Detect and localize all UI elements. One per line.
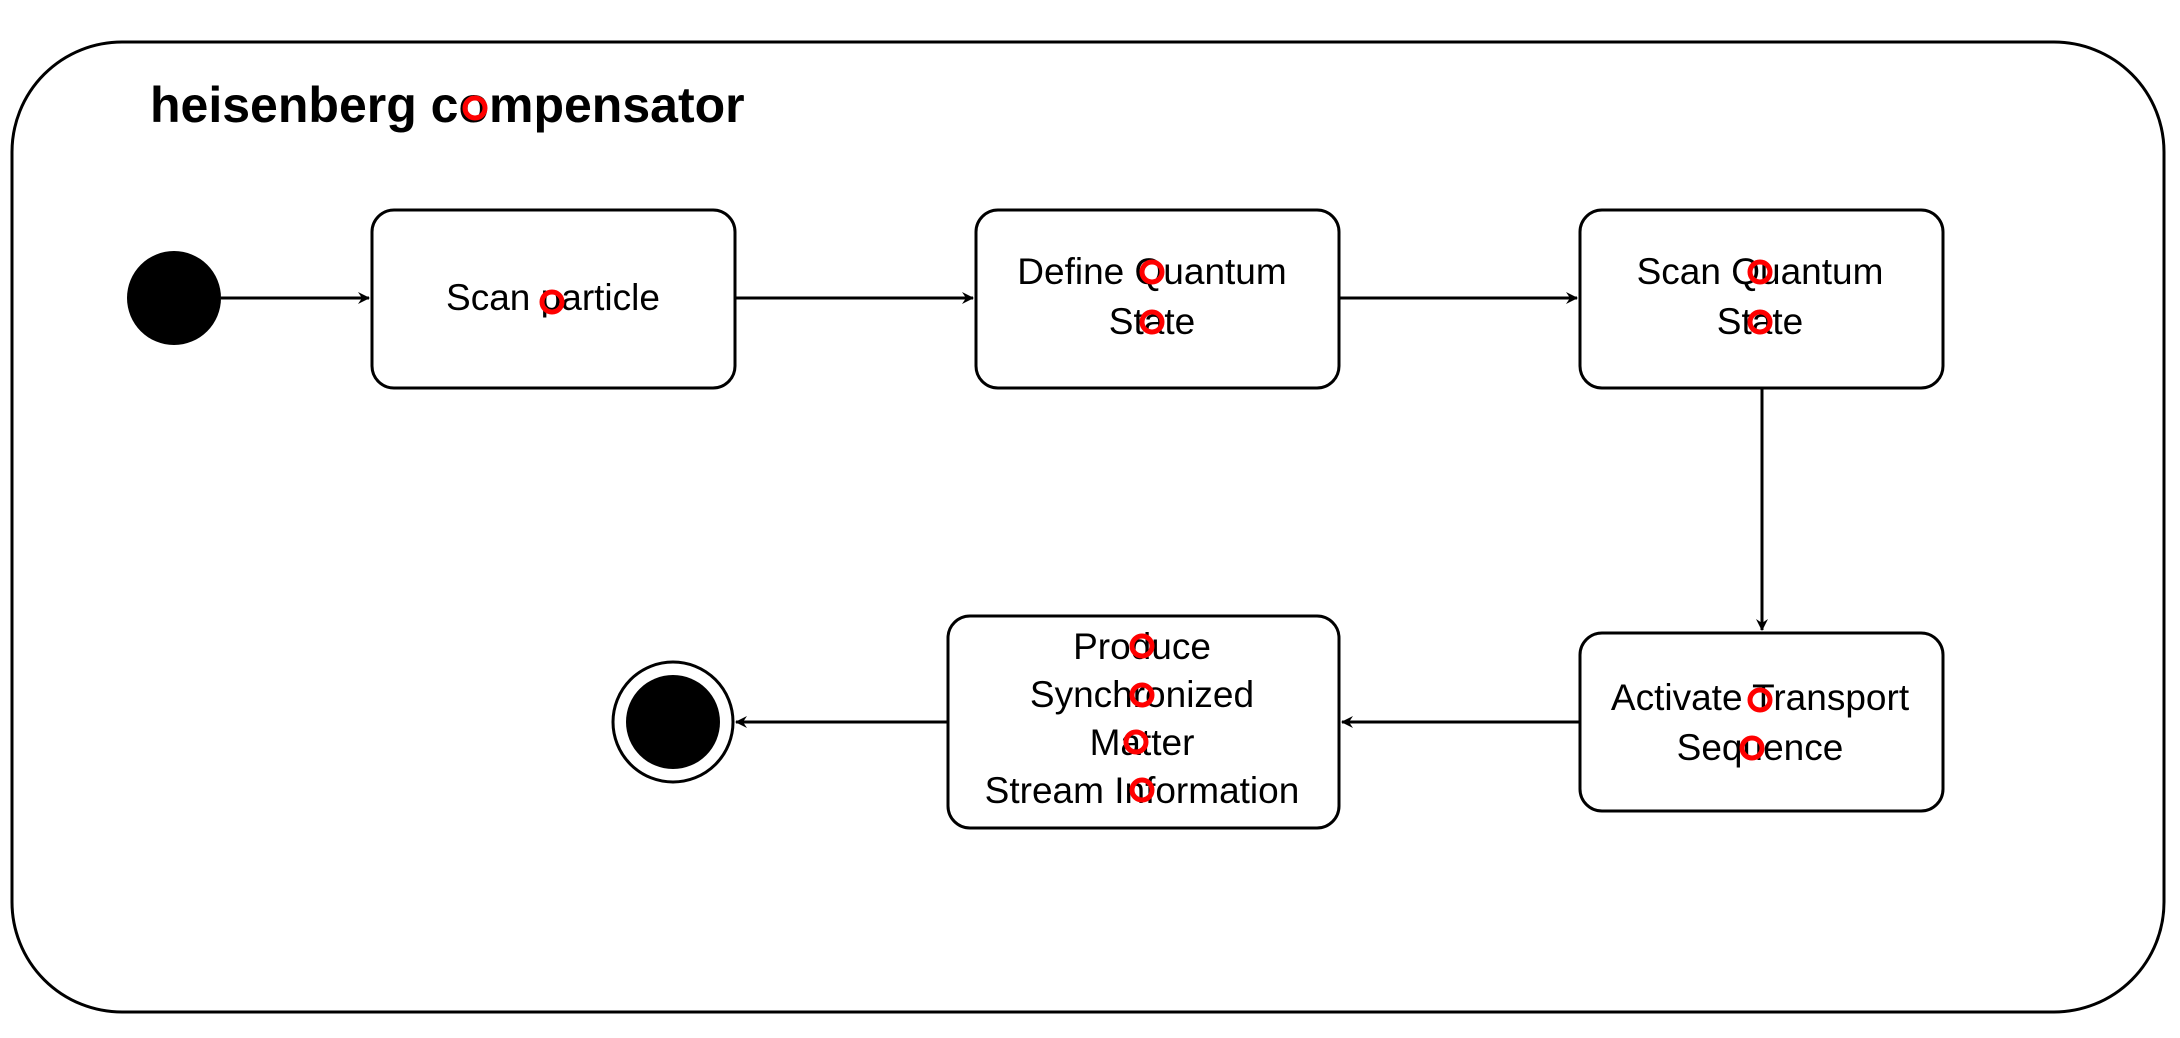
state-scan-quantum-state[interactable]: Scan Quantum State	[1578, 208, 1945, 390]
marker-circle	[1129, 777, 1155, 803]
marker-circle	[1139, 259, 1165, 285]
final-node-inner	[626, 675, 720, 769]
marker-circle	[1739, 735, 1765, 761]
marker-circle	[1747, 259, 1773, 285]
state-label-line-1: Scan Quantum	[1637, 251, 1884, 292]
marker-circle	[1747, 309, 1773, 335]
state-label-line-2: Synchronized	[1030, 674, 1254, 715]
state-label-line-1: Define Quantum	[1017, 251, 1286, 292]
state-label-line-2: State	[1717, 301, 1803, 342]
initial-node	[127, 251, 221, 345]
marker-circle	[1129, 682, 1155, 708]
state-label-line-1: Produce	[1073, 626, 1211, 667]
marker-circle	[1129, 633, 1155, 659]
state-label-line-4: Stream Information	[985, 770, 1300, 811]
state-label-line-3: Matter	[1090, 722, 1195, 763]
marker-circle	[1747, 687, 1773, 713]
state-define-quantum-state[interactable]: Define Quantum State	[974, 208, 1341, 390]
state-produce-synchronized-matter[interactable]: Produce Synchronized Matter Stream Infor…	[946, 614, 1341, 830]
red-marker-overlays	[462, 95, 1773, 803]
composite-state-frame	[10, 40, 2166, 1014]
state-scan-particle[interactable]: Scan particle	[370, 208, 737, 390]
state-activate-transport-sequence[interactable]: Activate Transport Sequence	[1578, 631, 1945, 813]
marker-circle	[462, 95, 488, 121]
marker-circle	[1123, 729, 1149, 755]
state-label-line-2: State	[1109, 301, 1195, 342]
marker-circle	[539, 289, 565, 315]
diagram-title: heisenberg compensator	[150, 77, 745, 133]
marker-circle	[1139, 309, 1165, 335]
